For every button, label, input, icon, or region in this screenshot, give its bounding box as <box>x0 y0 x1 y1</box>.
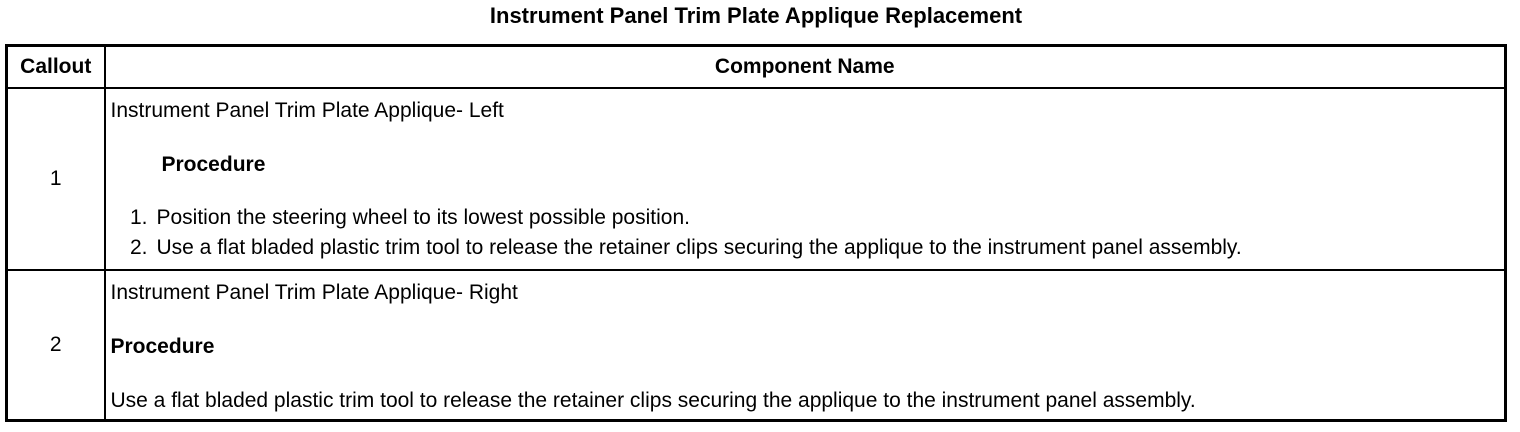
component-cell: Instrument Panel Trim Plate Applique- Le… <box>103 87 1507 271</box>
procedure-heading: Procedure <box>110 335 215 358</box>
table-row: 2 Instrument Panel Trim Plate Applique- … <box>5 269 1507 422</box>
procedure-table: Callout Component Name 1 Instrument Pane… <box>5 44 1507 422</box>
column-header-callout: Callout <box>5 44 106 89</box>
procedure-step: 1. Position the steering wheel to its lo… <box>111 203 1499 233</box>
step-text: Use a flat bladed plastic trim tool to r… <box>156 236 1242 259</box>
column-header-component-name: Component Name <box>103 44 1507 89</box>
procedure-step: 2. Use a flat bladed plastic trim tool t… <box>111 233 1499 263</box>
component-name: Instrument Panel Trim Plate Applique- Ri… <box>110 281 518 304</box>
callout-number: 1 <box>5 87 106 271</box>
table-row: 1 Instrument Panel Trim Plate Applique- … <box>5 87 1507 271</box>
page-title: Instrument Panel Trim Plate Applique Rep… <box>489 3 1023 28</box>
procedure-heading: Procedure <box>161 153 266 176</box>
callout-number: 2 <box>5 269 106 422</box>
procedure-text: Use a flat bladed plastic trim tool to r… <box>110 389 1196 412</box>
component-name: Instrument Panel Trim Plate Applique- Le… <box>110 99 504 122</box>
component-cell: Instrument Panel Trim Plate Applique- Ri… <box>103 269 1507 422</box>
step-text: Position the steering wheel to its lowes… <box>156 206 690 229</box>
procedure-steps: 1. Position the steering wheel to its lo… <box>111 203 1499 263</box>
step-number: 2. <box>129 236 148 259</box>
step-number: 1. <box>129 206 148 229</box>
table-header-row: Callout Component Name <box>5 44 1507 89</box>
